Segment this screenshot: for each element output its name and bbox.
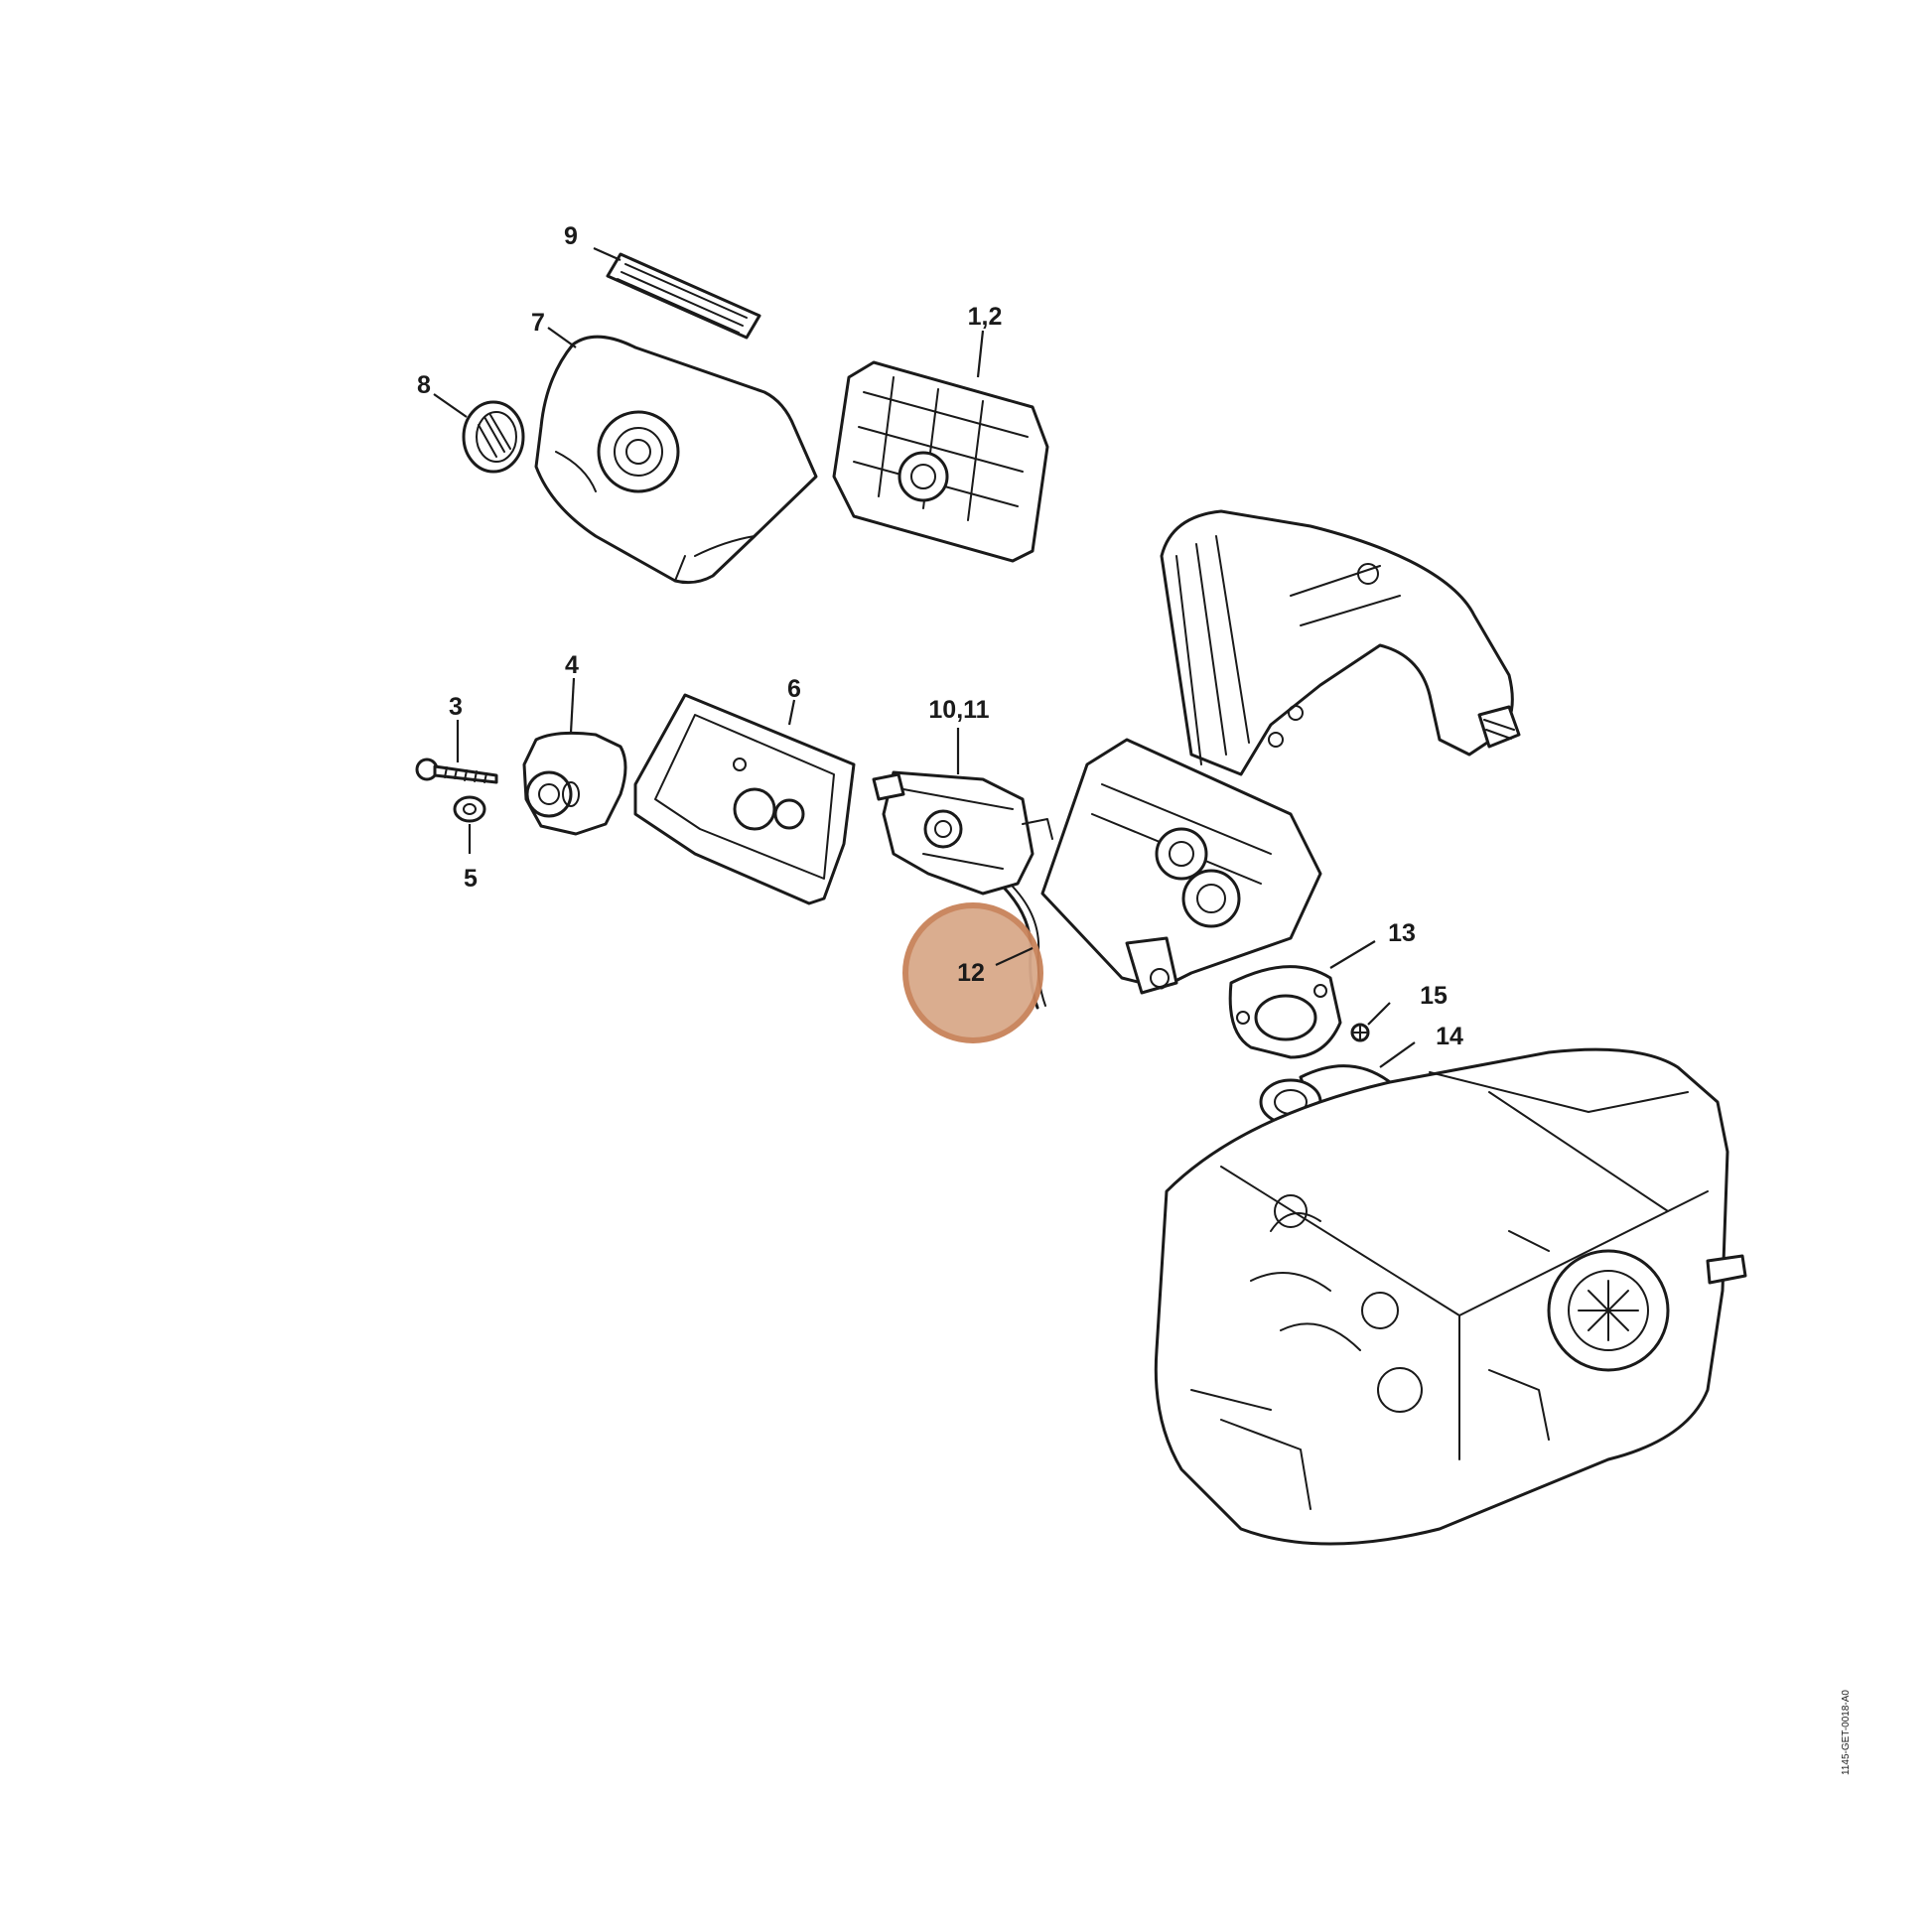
leader-lines <box>433 246 1416 1068</box>
part-13-intake-flange[interactable] <box>1228 965 1342 1059</box>
part-3-screw[interactable] <box>415 758 498 784</box>
callout-3[interactable]: 3 <box>449 693 463 721</box>
callout-12[interactable]: 12 <box>957 959 985 987</box>
part-6-filter-carrier[interactable] <box>633 693 856 905</box>
document-id: 1145-GET-0018-A0 <box>1841 1690 1852 1775</box>
carburetor-housing-base <box>1040 738 1322 995</box>
callout-6[interactable]: 6 <box>787 675 801 703</box>
part-7-shroud-cover[interactable] <box>534 335 818 585</box>
part-1-2-air-filter[interactable] <box>832 360 1049 563</box>
part-9-filter-strip[interactable] <box>606 252 761 340</box>
part-5-washer[interactable] <box>453 795 486 823</box>
callout-10-11[interactable]: 10,11 <box>928 696 989 724</box>
part-15-screw[interactable] <box>1350 1023 1370 1042</box>
rear-handle-frame <box>1160 509 1521 776</box>
part-4-bracket[interactable] <box>522 731 627 836</box>
callout-7[interactable]: 7 <box>531 309 545 337</box>
engine-crankcase-assembly <box>1154 1047 1747 1546</box>
callout-5[interactable]: 5 <box>464 865 478 893</box>
callout-8[interactable]: 8 <box>417 371 431 399</box>
highlight-marker <box>902 902 1043 1043</box>
callout-14[interactable]: 14 <box>1436 1023 1463 1050</box>
callout-labels: 9 7 8 1,2 4 3 5 6 10,11 12 13 15 14 <box>417 222 1463 1050</box>
callout-4[interactable]: 4 <box>565 651 579 679</box>
callout-9[interactable]: 9 <box>564 222 578 250</box>
part-8-twist-knob[interactable] <box>462 400 525 474</box>
callout-1-2[interactable]: 1,2 <box>968 303 1003 331</box>
callout-15[interactable]: 15 <box>1420 982 1448 1010</box>
part-10-11-carburetor[interactable] <box>872 770 1053 896</box>
callout-13[interactable]: 13 <box>1388 919 1416 947</box>
